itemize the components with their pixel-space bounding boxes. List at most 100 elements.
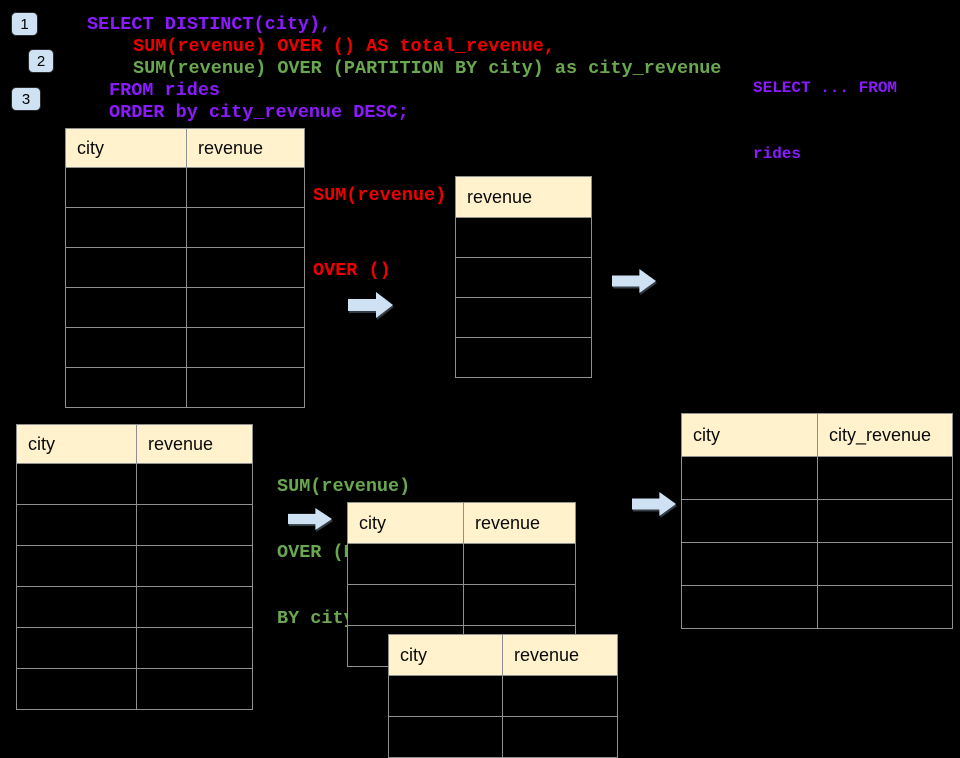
table-row: [455, 337, 592, 378]
column-header: revenue: [186, 128, 305, 168]
table-cell: [136, 586, 253, 628]
flow-arrow-3-icon: [288, 508, 332, 530]
table-row: [681, 585, 953, 629]
flow-arrow-1-icon: [348, 292, 393, 318]
table-cell: [186, 327, 305, 368]
table-cell: [681, 585, 818, 629]
flow-arrow-2-icon: [612, 269, 656, 293]
column-header: city: [16, 424, 137, 464]
table-cell: [16, 504, 137, 546]
table-cell: [136, 504, 253, 546]
table-row: [681, 542, 953, 586]
flow-arrow-4-icon: [632, 492, 676, 516]
sql-line-partition: SUM(revenue) OVER (PARTITION BY city) as…: [133, 58, 722, 79]
total-revenue-table: revenue: [455, 176, 592, 378]
table-row: [681, 456, 953, 500]
table-cell: [16, 463, 137, 505]
table-row: [388, 675, 618, 717]
table-cell: [65, 247, 187, 288]
slide-canvas: 1 2 3 SELECT DISTINCT(city), SUM(revenue…: [11, 12, 953, 758]
table-row: [65, 287, 305, 328]
table-cell: [16, 668, 137, 710]
table-cell: [817, 585, 953, 629]
column-header: revenue: [502, 634, 618, 676]
table-row: [388, 716, 618, 758]
table-cell: [136, 627, 253, 669]
table-cell: [455, 257, 592, 298]
table-cell: [681, 499, 818, 543]
table-row: [455, 217, 592, 258]
table-row: [681, 499, 953, 543]
step-badge-1-label: 1: [20, 15, 29, 33]
table-cell: [65, 207, 187, 248]
column-header: city: [388, 634, 503, 676]
step-badge-2-label: 2: [36, 52, 46, 70]
table-cell: [65, 287, 187, 328]
table-cell: [16, 545, 137, 587]
table-cell: [817, 456, 953, 500]
table-row: [16, 504, 253, 546]
table-cell: [502, 716, 618, 758]
table-row: [65, 367, 305, 408]
table-cell: [186, 287, 305, 328]
annotation-total-line-1: SUM(revenue): [313, 185, 447, 206]
table-cell: [681, 542, 818, 586]
sql-line-select: SELECT DISTINCT(city),: [87, 14, 332, 35]
table-cell: [455, 297, 592, 338]
table-row: [16, 586, 253, 628]
column-header: city: [347, 502, 464, 544]
sql-line-order-by: ORDER by city_revenue DESC;: [109, 102, 409, 123]
table-row: [16, 463, 253, 505]
table-cell: [65, 327, 187, 368]
side-note-line-2: rides: [753, 145, 802, 163]
side-note: SELECT ... FROM rides: [753, 33, 897, 209]
column-header: city: [681, 413, 818, 457]
table-row: [65, 167, 305, 208]
table-row: [347, 543, 576, 585]
column-header: revenue: [463, 502, 576, 544]
step-badge-3-label: 3: [21, 90, 31, 108]
sql-line-from: FROM rides: [109, 80, 221, 101]
annotation-total-revenue: SUM(revenue) OVER (): [313, 133, 446, 333]
column-header: city_revenue: [817, 413, 953, 457]
table-row: [455, 297, 592, 338]
table-cell: [817, 499, 953, 543]
table-cell: [463, 543, 576, 585]
column-header: revenue: [136, 424, 253, 464]
table-cell: [136, 668, 253, 710]
table-row: [455, 257, 592, 298]
step-badge-2: 2: [28, 49, 54, 73]
table-cell: [186, 247, 305, 288]
table-cell: [388, 716, 503, 758]
table-cell: [463, 584, 576, 626]
table-cell: [347, 543, 464, 585]
table-row: [65, 327, 305, 368]
table-cell: [681, 456, 818, 500]
column-header: revenue: [455, 176, 592, 218]
sql-line-total-revenue: SUM(revenue) OVER () AS total_revenue,: [133, 36, 555, 57]
table-cell: [388, 675, 503, 717]
table-cell: [16, 586, 137, 628]
table-row: [347, 584, 576, 626]
table-cell: [186, 207, 305, 248]
table-cell: [65, 367, 187, 408]
table-cell: [136, 545, 253, 587]
annotation-partition-line-1: SUM(revenue): [277, 476, 411, 497]
table-cell: [347, 584, 464, 626]
table-cell: [16, 627, 137, 669]
table-row: [16, 668, 253, 710]
table-cell: [455, 217, 592, 258]
table-cell: [817, 542, 953, 586]
annotation-total-line-2: OVER (): [313, 260, 391, 281]
step-badge-1: 1: [11, 12, 38, 36]
table-cell: [502, 675, 618, 717]
table-cell: [65, 167, 187, 208]
